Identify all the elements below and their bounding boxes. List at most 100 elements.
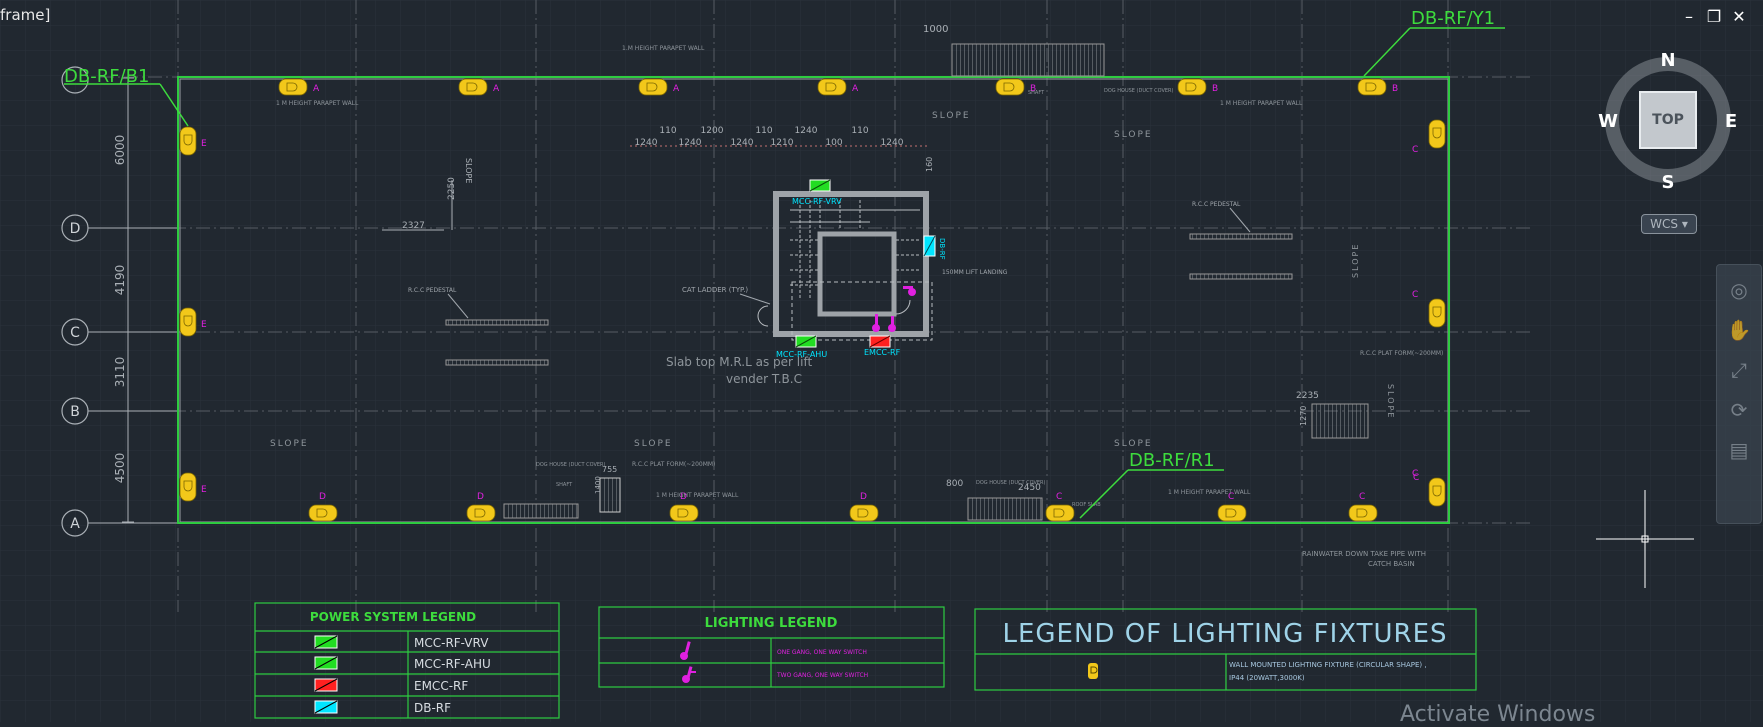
panel-symbol-diagonal (314, 635, 338, 649)
power-legend-label: MCC-RF-AHU (414, 657, 491, 671)
fixture-left-1: E (179, 307, 207, 337)
note-parapet-bottom-right: 1 M HEIGHT PARAPET WALL (1168, 489, 1251, 496)
dim-2327: 2327 (402, 221, 425, 231)
grid-bubble-label: A (70, 516, 80, 532)
power-legend-title: POWER SYSTEM LEGEND (310, 610, 476, 624)
fixture-icon (995, 78, 1025, 96)
left-dim-3: 4500 (113, 453, 127, 484)
label-db-rf-b1: DB-RF/B1 (64, 66, 149, 87)
restore-button[interactable]: ❐ (1706, 7, 1722, 26)
viewcube-face-top[interactable] (1639, 91, 1697, 149)
compass-east[interactable]: E (1725, 111, 1737, 132)
panel-symbol-diagonal (314, 678, 338, 692)
duct-cover-left (503, 503, 579, 519)
shaft-box-left (599, 477, 621, 513)
compass-south[interactable]: S (1662, 172, 1675, 193)
fixture-right-0: C (1412, 119, 1446, 155)
note-rainwater-2: CATCH BASIN (1368, 560, 1415, 568)
note-rcc-plat-bottom: R.C.C PLAT FORM(~200MM) (632, 461, 715, 468)
fixture-icon (1217, 504, 1247, 522)
panel-mcc-rf-ahu[interactable]: MCC-RF-AHU (776, 335, 827, 359)
note-shaft-bottom: SHAFT (556, 482, 573, 488)
circuit-label: D (680, 492, 687, 502)
dim-2450: 2450 (1018, 483, 1041, 493)
close-button[interactable]: ✕ (1732, 7, 1746, 26)
fixture-top-3: A (817, 78, 859, 96)
pedestal-right-2 (1189, 273, 1293, 280)
db-rf-r1-tag[interactable]: DB-RF/R1 (1079, 450, 1224, 519)
label-db-rf-r1: DB-RF/R1 (1129, 450, 1215, 471)
pan-icon[interactable]: ✋ (1726, 318, 1752, 342)
panel-mcc-rf-vrv[interactable]: MCC-RF-VRV (792, 179, 842, 206)
label-db-rf-small: DB-RF (938, 238, 946, 260)
fixtures-legend-title: LEGEND OF LIGHTING FIXTURES (1002, 619, 1447, 649)
navigation-bar[interactable]: ◎ ✋ ⤢ ⟳ ▤ (1716, 264, 1762, 524)
fixture-icon (1428, 477, 1446, 507)
fixture-symbol (316, 508, 328, 518)
fixture-symbol (1225, 508, 1237, 518)
circuit-label: A (673, 84, 680, 94)
left-dim-0: 6000 (113, 135, 127, 166)
power-system-legend (254, 602, 560, 719)
fixture-icon (179, 126, 197, 156)
label-mcc-rf-ahu: MCC-RF-AHU (776, 350, 827, 359)
steering-wheel-icon[interactable]: ◎ (1730, 278, 1748, 302)
showmotion-icon[interactable]: ▤ (1729, 438, 1749, 462)
panel-emcc-rf[interactable]: EMCC-RF (864, 335, 901, 357)
compass-ring[interactable] (1605, 57, 1731, 183)
fixture-symbol (1432, 485, 1442, 497)
label-db-rf-y1: DB-RF/Y1 (1411, 8, 1495, 29)
wcs-label: WCS (1650, 217, 1679, 231)
leader-pedestal-left (447, 293, 469, 319)
dim-2250: 2250 (447, 177, 457, 200)
fixture-icon (179, 472, 197, 502)
dim-2235: 2235 (1296, 391, 1319, 401)
fixture-icon (849, 504, 879, 522)
hatched-block-right (1311, 403, 1369, 439)
fixture-icon (458, 78, 488, 96)
circuit-label: D (319, 492, 326, 502)
fixture-symbol (1185, 82, 1197, 92)
fixture-symbol (1432, 306, 1442, 318)
leader-cat-ladder (739, 293, 771, 305)
circuit-label: C (1412, 469, 1418, 479)
slope-label-4: SLOPE (634, 439, 673, 449)
fixture-bottom-2: D (669, 492, 699, 522)
circuit-label: C (1413, 473, 1419, 483)
switches-core[interactable] (872, 286, 916, 332)
lighting-legend (598, 606, 945, 688)
note-cat-ladder: CAT LADDER (TYP.) (682, 286, 748, 294)
panel-db-rf[interactable]: DB-RF (923, 235, 946, 260)
switch-icon-one-gang (680, 641, 691, 660)
fixture-icon (1357, 78, 1387, 96)
viewcube-face-label: TOP (1652, 112, 1684, 128)
db-rf-b1-tag[interactable]: DB-RF/B1 (64, 66, 189, 127)
dim-1400: 1400 (594, 476, 602, 494)
db-circuit-boundary (177, 76, 1450, 524)
compass-north[interactable]: N (1660, 50, 1675, 71)
grid-bubble-label: B (70, 404, 80, 420)
fixture-icon (1045, 504, 1075, 522)
fixture-bottom-6: C (1348, 492, 1378, 522)
compass-west[interactable]: W (1598, 111, 1618, 132)
circuit-label: E (201, 139, 207, 149)
duct-cover-right (967, 497, 1043, 521)
panel-symbol-diagonal (314, 656, 338, 670)
fixture-symbol (183, 480, 193, 492)
note-dog-house-bottom-left: DOG HOUSE (DUCT COVER) (536, 462, 606, 468)
top-dim-2: 1240 (679, 138, 702, 148)
fixture-symbol (183, 315, 193, 327)
circuit-label: B (1030, 84, 1036, 94)
viewcube[interactable]: TOP N S E W (1598, 50, 1737, 193)
circuit-label: B (1392, 84, 1398, 94)
lighting-legend-row-2: TWO GANG, ONE WAY SWITCH (776, 672, 868, 679)
minimize-button[interactable]: – (1685, 7, 1693, 26)
zoom-icon[interactable]: ⤢ (1731, 358, 1747, 382)
db-rf-y1-tag[interactable]: DB-RF/Y1 (1363, 8, 1505, 77)
wcs-menu[interactable]: WCS ▾ (1641, 214, 1697, 234)
top-dim-4: 1240 (731, 138, 754, 148)
orbit-icon[interactable]: ⟳ (1730, 398, 1748, 422)
grid-bubble-label: C (70, 325, 80, 341)
